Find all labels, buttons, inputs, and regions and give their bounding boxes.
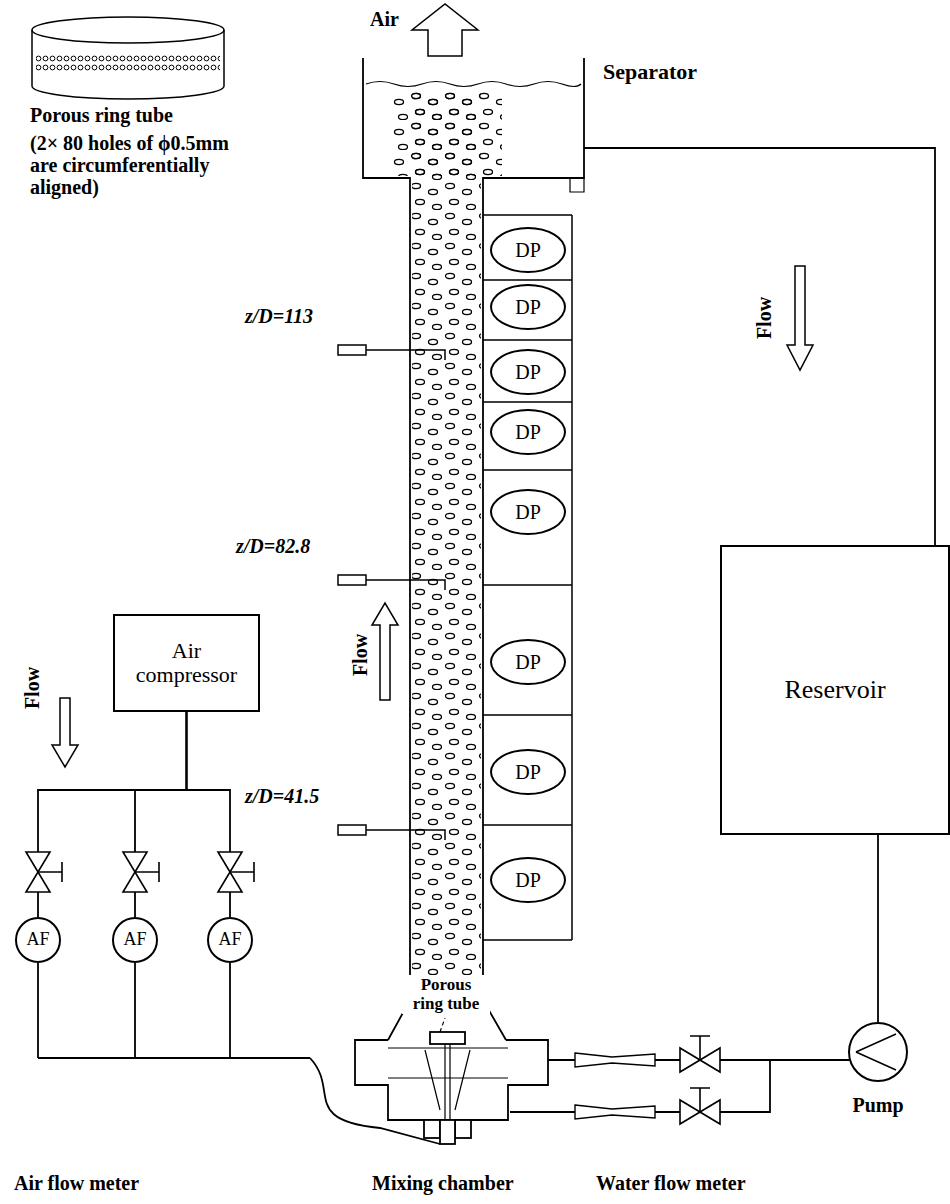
air-outlet-arrow — [412, 4, 478, 56]
node-text: DP — [515, 501, 541, 523]
bubbles — [392, 90, 502, 997]
node-text: AF — [218, 930, 241, 950]
dp-gauge: DP — [490, 409, 566, 455]
compressor-box: Air compressor — [113, 614, 260, 712]
node-text: DP — [515, 651, 541, 673]
dp-gauge: DP — [490, 227, 566, 273]
water-valves — [680, 1036, 720, 1124]
part-name: Water flow meter — [596, 1172, 746, 1194]
mixing-chamber — [355, 1018, 548, 1144]
node-text: DP — [515, 421, 541, 443]
air-valves — [26, 852, 254, 892]
air-piping — [38, 963, 440, 1144]
node-text: DP — [515, 361, 541, 383]
pipe-line — [584, 148, 935, 545]
part-name: Air flow meter — [14, 1172, 139, 1194]
water-flow-meters — [575, 1053, 655, 1119]
dp-gauge: DP — [490, 284, 566, 330]
dp-gauge: DP — [490, 749, 566, 795]
pump: Pump — [848, 1022, 908, 1082]
pressure-taps — [483, 215, 572, 940]
pipe-line — [38, 712, 187, 917]
porous-ring-illustration — [32, 17, 224, 99]
node-text: DP — [515, 761, 541, 783]
part-name: Mixing chamber — [372, 1172, 514, 1194]
flow-label: Flow — [349, 634, 371, 676]
node-text: DP — [515, 239, 541, 261]
air-flow-meter: AF — [207, 917, 253, 963]
part-name: Porous ring tube — [402, 975, 490, 1014]
node-text: Pump — [852, 1094, 903, 1116]
air-outlet-label: Air — [370, 8, 399, 30]
separator-tank: Separator — [363, 58, 584, 178]
probes — [338, 345, 445, 840]
part-name: Porous ring tube — [30, 104, 173, 126]
test-column — [363, 58, 584, 1040]
node-text: AF — [123, 930, 146, 950]
flow-label: Flow — [753, 297, 775, 339]
air-flow-meter: AF — [112, 917, 158, 963]
position-label: z/D=82.8 — [236, 535, 310, 557]
part-note: (2× 80 holes of ϕ0.5mm are circumferenti… — [30, 132, 245, 198]
dp-gauge: DP — [490, 639, 566, 685]
pump-symbol — [850, 1024, 906, 1080]
dp-gauge: DP — [490, 349, 566, 395]
node-text: Separator — [603, 60, 697, 84]
dp-gauge: DP — [490, 857, 566, 903]
dp-gauge: DP — [490, 489, 566, 535]
flow-arrows — [52, 266, 813, 767]
position-label: z/D=41.5 — [245, 785, 319, 807]
node-text: Air compressor — [119, 639, 254, 687]
reservoir-tank: Reservoir — [720, 545, 950, 835]
node-text: DP — [515, 296, 541, 318]
air-flow-meter: AF — [15, 917, 61, 963]
node-text: Reservoir — [784, 676, 885, 705]
node-text: AF — [26, 930, 49, 950]
pipe-line — [877, 835, 879, 1022]
flow-label: Flow — [21, 667, 43, 709]
node-text: DP — [515, 869, 541, 891]
position-label: z/D=113 — [245, 305, 313, 327]
